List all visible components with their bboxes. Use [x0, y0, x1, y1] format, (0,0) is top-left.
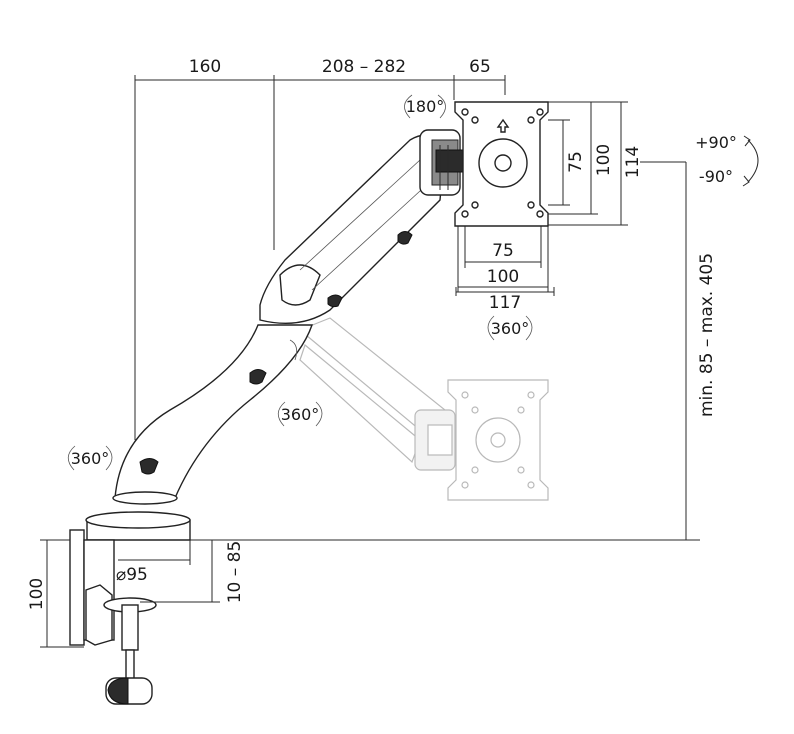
upper-arm — [259, 134, 446, 325]
tilt-down-label: -90° — [699, 167, 733, 186]
rotation-base-label: 360° — [71, 449, 110, 468]
rotation-head-label: 180° — [406, 97, 445, 116]
base-diameter-label: ⌀95 — [116, 565, 148, 585]
dim-208-282-label: 208 – 282 — [322, 57, 406, 77]
vesa-plate — [454, 101, 549, 227]
dim-160-label: 160 — [189, 57, 221, 77]
plate-dimension-lines — [455, 101, 628, 296]
tilt-up-label: +90° — [695, 133, 737, 152]
dim-65-label: 65 — [469, 57, 491, 77]
ghost-arm — [298, 317, 456, 471]
rotation-arm-label: 360° — [281, 405, 320, 424]
desk-clamp — [69, 529, 157, 705]
rotation-arrows — [67, 94, 759, 471]
dim-plate-v114-label: 114 — [623, 146, 643, 178]
clamp-height-label: 100 — [27, 578, 47, 610]
dim-plate-h100-label: 100 — [487, 267, 519, 287]
dim-plate-v100-label: 100 — [594, 144, 614, 176]
ghost-plate — [447, 379, 549, 501]
dim-plate-h75-label: 75 — [492, 241, 514, 261]
dim-plate-h117-label: 117 — [489, 293, 521, 313]
top-dimension-lines — [134, 75, 506, 440]
clamp-range-label: 10 – 85 — [225, 541, 245, 604]
arm-column — [85, 324, 313, 541]
dim-plate-v75-label: 75 — [566, 151, 586, 173]
clamp-dimension-lines — [40, 539, 220, 648]
tilt-head — [419, 129, 465, 196]
height-range-label: min. 85 – max. 405 — [697, 253, 717, 417]
rotation-plate-label: 360° — [491, 319, 530, 338]
